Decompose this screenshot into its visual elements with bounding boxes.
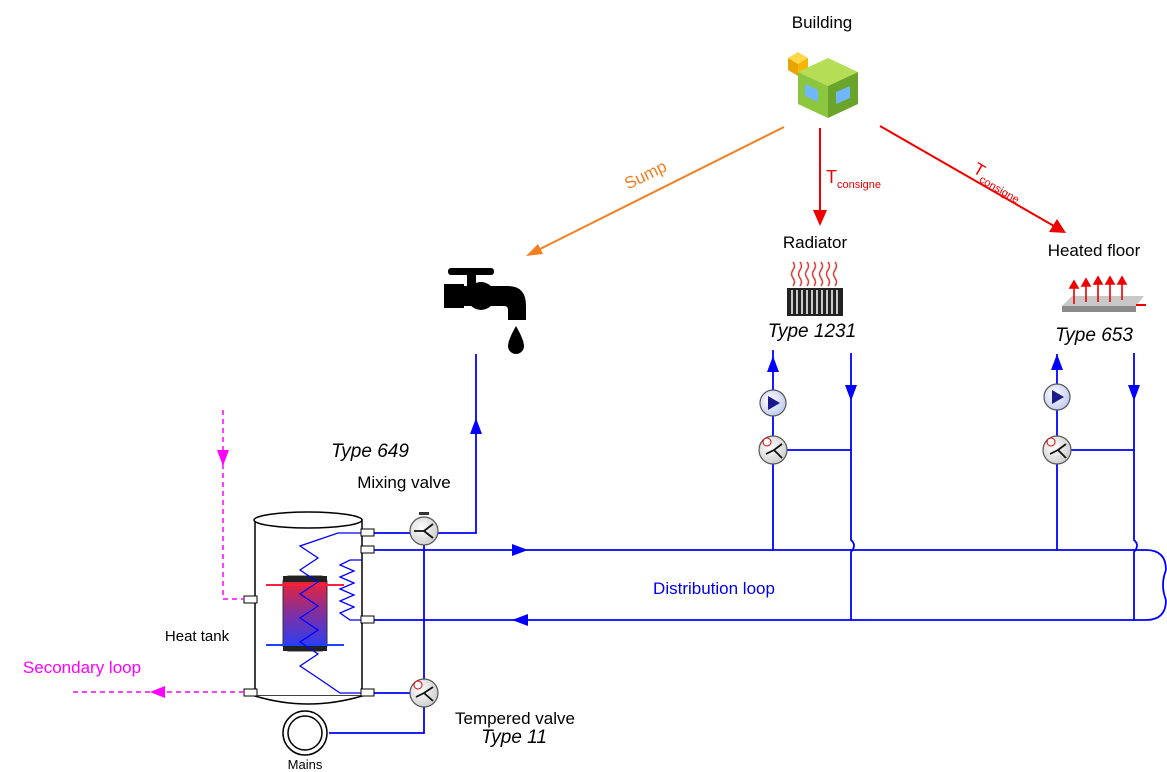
heated-floor-icon xyxy=(1062,275,1146,312)
radiator-type-label: Type 1231 xyxy=(768,321,856,342)
tempered-valve-label: Tempered valve xyxy=(455,709,575,728)
floor-control-arrow xyxy=(879,125,1066,233)
water-tap-icon xyxy=(444,268,526,354)
mains-label: Mains xyxy=(288,757,323,772)
radiator-icon xyxy=(787,261,843,316)
tempered-valve-type-label: Type 11 xyxy=(481,727,547,748)
floor-pump-icon xyxy=(1043,383,1071,411)
mixing-valve-type-label: Type 649 xyxy=(331,441,409,462)
heat-tank xyxy=(243,511,375,705)
radiator-pump-icon xyxy=(759,389,787,417)
radiator-tconsigne-label: Tconsigne xyxy=(826,167,881,191)
heat-tank-label: Heat tank xyxy=(165,628,230,645)
distribution-loop-label: Distribution loop xyxy=(653,579,775,598)
floor-tconsigne-label: Tconsigne xyxy=(968,159,1027,206)
heated-floor-label: Heated floor xyxy=(1048,241,1141,260)
secondary-loop-lines xyxy=(70,410,244,698)
mixing-valve-label: Mixing valve xyxy=(357,473,451,492)
radiator-valve-icon xyxy=(758,435,788,465)
secondary-loop-label: Secondary loop xyxy=(23,658,141,677)
heated-floor-type-label: Type 653 xyxy=(1055,325,1133,346)
flow-arrows xyxy=(470,354,1140,626)
radiator-label: Radiator xyxy=(783,233,848,252)
mixing-valve-icon xyxy=(409,512,439,546)
mains-icon xyxy=(282,710,328,756)
sump-arrow xyxy=(526,126,785,256)
floor-valve-icon xyxy=(1042,435,1072,465)
building-label: Building xyxy=(792,13,853,32)
radiator-control-arrow xyxy=(813,128,827,226)
pipework xyxy=(329,350,1167,734)
building-cube-icon xyxy=(788,52,858,118)
tempered-valve-icon xyxy=(409,678,439,708)
